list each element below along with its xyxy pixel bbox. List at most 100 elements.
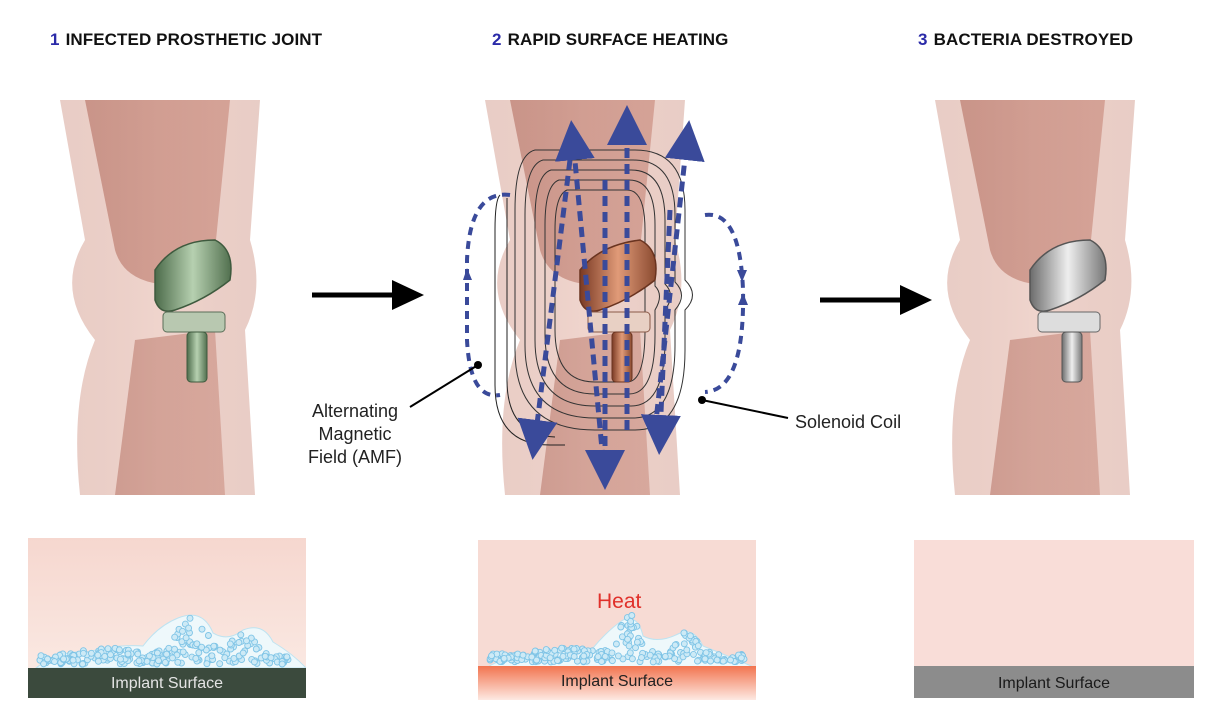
bacterium (179, 627, 186, 635)
bacterium (79, 649, 87, 657)
bacterium (267, 654, 275, 662)
bacterium (624, 635, 632, 643)
clean-surface-illustration (914, 540, 1194, 698)
bacterium (40, 660, 48, 668)
bacterium (608, 657, 616, 665)
bacterium (608, 649, 616, 657)
bacterium (278, 660, 286, 668)
surface-panel-infected: Implant Surface (28, 538, 306, 698)
bacterium (625, 642, 633, 650)
bacterium (104, 645, 112, 653)
bacterium (178, 638, 186, 646)
bacterium (594, 653, 602, 661)
implant-surface-label-3: Implant Surface (997, 675, 1111, 692)
step-3-title: 3 BACTERIA DESTROYED (918, 30, 1133, 50)
step-2-text: RAPID SURFACE HEATING (507, 30, 729, 49)
bacterium (79, 660, 87, 668)
bacterium (210, 642, 218, 650)
bacterium (601, 653, 609, 660)
bacterium (155, 657, 162, 665)
bacterium (208, 652, 216, 660)
bacterium (570, 645, 578, 653)
bacterium (94, 657, 102, 665)
bacterium (680, 640, 688, 648)
bacterium (558, 644, 566, 652)
bacterium (570, 653, 578, 660)
coil-leader-line (698, 396, 789, 419)
bacterium (528, 653, 536, 661)
bacterium (702, 649, 710, 657)
bacteria-cluster-infected (36, 614, 292, 668)
bacterium (694, 642, 702, 650)
knee-clean-image (930, 100, 1145, 495)
bacterium (185, 624, 193, 632)
bacterium (44, 655, 51, 663)
step-3-number: 3 (918, 30, 928, 49)
amf-label-line-1: Alternating (311, 401, 399, 421)
knee-heating-image (455, 100, 755, 495)
bacterium (198, 643, 206, 651)
bacterium (252, 645, 260, 653)
step-3-text: BACTERIA DESTROYED (933, 30, 1134, 49)
bacterium (87, 649, 95, 657)
knee-infected-illustration (60, 100, 260, 495)
bacterium (713, 656, 721, 664)
bacterium (633, 638, 641, 646)
step-2-title: 2 RAPID SURFACE HEATING (492, 30, 728, 50)
bacterium (612, 640, 620, 648)
bacterium (174, 658, 182, 666)
knee-heating-illustration (463, 100, 748, 495)
knee-infected-image (55, 100, 270, 495)
bacterium (646, 651, 654, 659)
bacterium (250, 658, 258, 666)
amf-label-line-2: Magnetic (318, 424, 392, 444)
implant-surface-label-2: Implant Surface (560, 673, 674, 690)
bacterium (488, 652, 496, 660)
bacterium (145, 652, 153, 660)
arrow-step-2-to-3 (820, 285, 932, 315)
bacterium (216, 660, 224, 668)
bacterium (134, 650, 142, 658)
bacterium (727, 656, 734, 664)
bacterium (546, 654, 554, 662)
bacterium (204, 632, 212, 639)
bacterium (69, 656, 77, 664)
bacterium (701, 655, 709, 663)
arrow-step-1-to-2 (312, 280, 424, 310)
bacterium (617, 623, 625, 631)
bacterium (161, 658, 169, 666)
bacterium (500, 654, 508, 662)
step-2-number: 2 (492, 30, 502, 49)
bacterium (683, 646, 691, 654)
bacterium (598, 658, 606, 666)
bacterium (198, 625, 206, 633)
bacterium (559, 652, 567, 660)
bacterium (101, 652, 109, 660)
bacterium (690, 650, 697, 658)
bacterium (719, 657, 727, 665)
bacterium (193, 640, 201, 648)
step-1-text: INFECTED PROSTHETIC JOINT (65, 30, 323, 49)
bacterium (107, 651, 114, 659)
surface-panel-clean: Implant Surface (914, 540, 1194, 698)
bacterium (261, 652, 269, 660)
bacterium (235, 639, 243, 646)
bacterium (554, 657, 561, 665)
bacterium (638, 654, 645, 662)
bacterium (627, 617, 635, 625)
coil-label: Solenoid Coil (795, 412, 902, 432)
bacterium (628, 655, 636, 663)
bacterium (135, 657, 143, 665)
bacterium (671, 655, 679, 663)
bacterium (169, 654, 176, 662)
bacterium (686, 632, 694, 640)
bacterium (542, 646, 550, 654)
infected-surface-illustration (28, 538, 306, 698)
bacterium (163, 650, 171, 658)
amf-label-line-3: Field (AMF) (308, 447, 402, 467)
bacterium (533, 656, 541, 664)
bacterium (216, 646, 224, 654)
heat-label: Heat (597, 590, 642, 613)
bacteria-cluster-heated (486, 612, 748, 666)
